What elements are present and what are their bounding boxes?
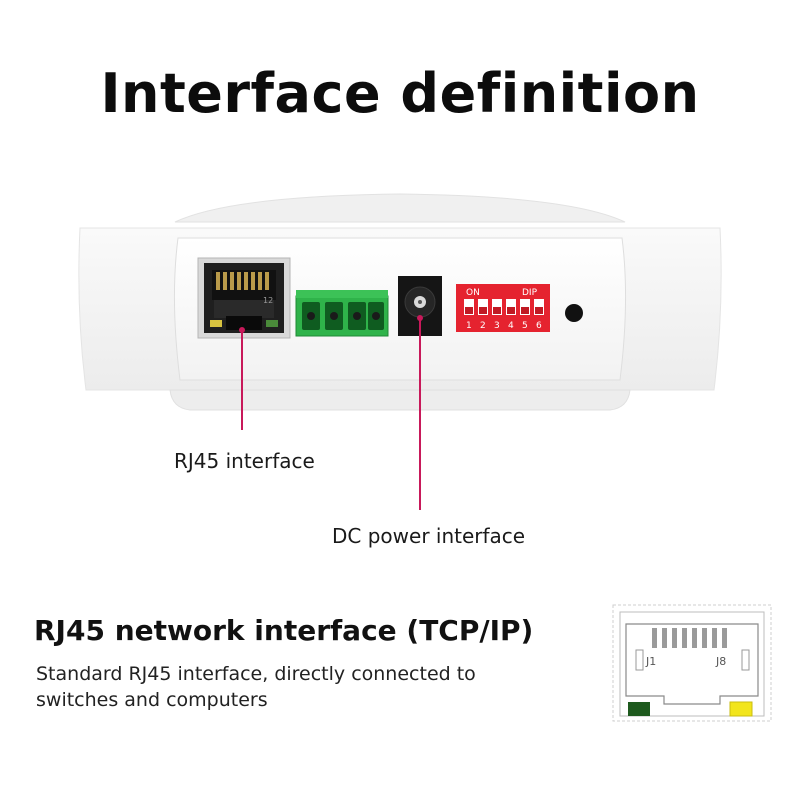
- pin-j1-label: J1: [645, 655, 656, 668]
- activity-led-yellow: [729, 701, 753, 717]
- rj45-pinout-diagram: J1 J8: [612, 604, 772, 722]
- dip-brand-label: DIP: [522, 288, 538, 298]
- link-led-green: [628, 702, 650, 716]
- dc-callout-line-extension: [419, 430, 421, 510]
- section-heading: RJ45 network interface (TCP/IP): [34, 614, 534, 647]
- dc-power-interface-label: DC power interface: [332, 524, 526, 548]
- device-bottom-rim: [169, 389, 631, 411]
- section-description: Standard RJ45 interface, directly connec…: [36, 663, 476, 711]
- dc-callout-dot: [417, 315, 423, 321]
- dip-number-6: 6: [536, 321, 542, 331]
- dip-number-5: 5: [522, 321, 528, 331]
- pin-j8-label: J8: [715, 655, 726, 668]
- dip-number-1: 1: [466, 321, 472, 331]
- reset-button-hole: [565, 304, 583, 322]
- rj45-interface-label: RJ45 interface: [174, 449, 315, 473]
- terminal-block: [295, 290, 389, 337]
- dip-number-2: 2: [480, 321, 486, 331]
- dip-switch: ON DIP 1 2 3 4 5 6: [456, 284, 550, 332]
- rj45-port-mark: 12: [263, 296, 273, 305]
- device-top-dome: [174, 193, 626, 223]
- rj45-port: 12: [197, 257, 291, 339]
- dip-number-4: 4: [508, 321, 514, 331]
- device-illustration: 12 ON DIP: [78, 193, 722, 430]
- page-title: Interface definition: [100, 62, 700, 125]
- dip-number-3: 3: [494, 321, 500, 331]
- rj45-callout-dot: [239, 327, 245, 333]
- dip-on-label: ON: [466, 288, 480, 298]
